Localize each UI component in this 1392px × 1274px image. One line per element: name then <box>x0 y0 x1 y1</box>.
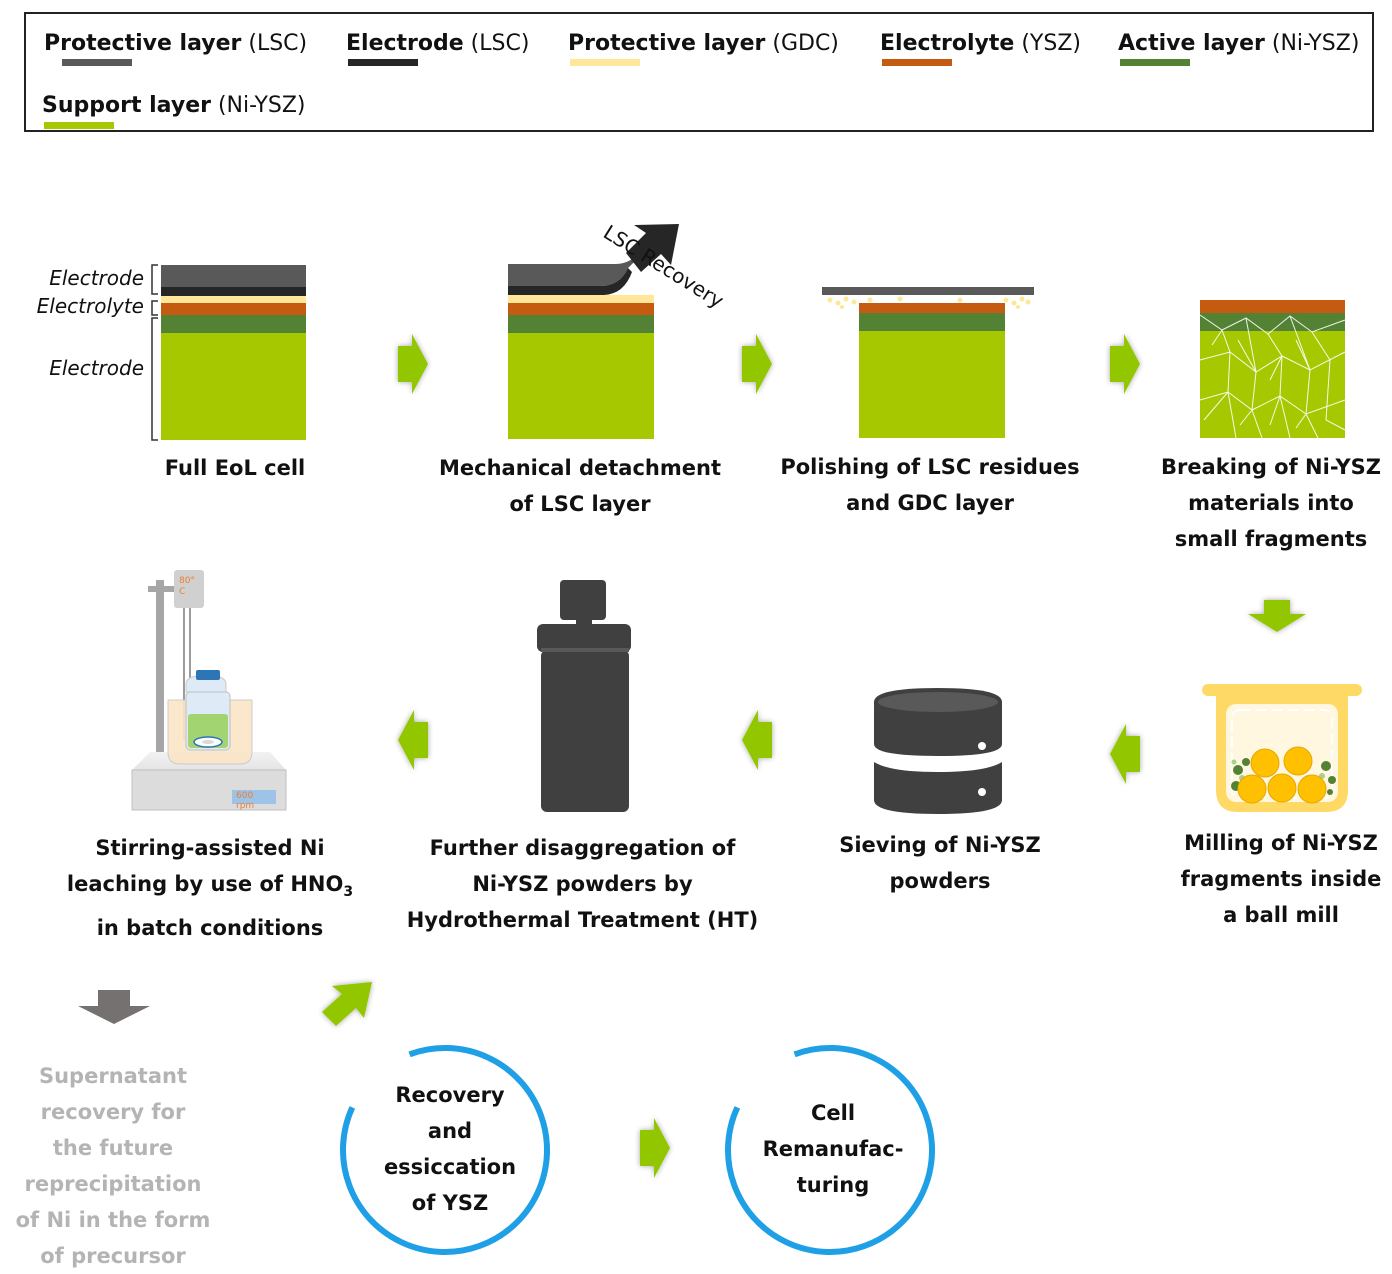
remanufacturing-circle <box>725 1045 935 1255</box>
full-cell-stack <box>161 265 306 440</box>
stirring-setup-icon <box>131 570 287 811</box>
step-full-eol-cell: Full EoL cell <box>164 456 306 480</box>
lsc-recovery-arrow <box>626 224 679 272</box>
recovery-circle <box>340 1045 550 1255</box>
arrow-left-icon <box>1110 724 1140 784</box>
legend-item-support-layer: Support layer (Ni-YSZ) <box>42 92 306 129</box>
legend-swatch <box>44 122 114 129</box>
legend-item-protective-lsc: Protective layer (LSC) <box>44 30 307 66</box>
arrow-right-icon <box>742 334 772 394</box>
legend-box: Protective layer (LSC) Electrode (LSC) P… <box>24 12 1374 132</box>
arrow-left-icon <box>398 710 428 770</box>
label-electrode-bottom: Electrode <box>49 356 144 380</box>
sieve-stack-icon <box>874 688 1002 814</box>
arrow-right-icon <box>398 334 428 394</box>
label-electrolyte: Electrolyte <box>36 294 144 318</box>
ball-mill-icon <box>1202 684 1362 812</box>
legend-swatch <box>1120 59 1190 66</box>
arrow-down-icon <box>1248 600 1306 632</box>
label-electrode-top: Electrode <box>49 266 144 290</box>
polishing-cell <box>822 287 1034 438</box>
legend-item-active-layer: Active layer (Ni-YSZ) <box>1118 30 1359 66</box>
detachment-cell <box>508 228 670 439</box>
legend-swatch <box>882 59 952 66</box>
legend-swatch <box>62 59 132 66</box>
arrow-diagonal-icon <box>322 982 372 1026</box>
grey-arrow-down-icon <box>78 990 150 1024</box>
fragmented-cell <box>1199 300 1346 439</box>
step-leaching: Stirring-assisted Ni leaching by use of … <box>66 836 354 941</box>
autoclave-icon <box>537 580 631 812</box>
arrows-row-1 <box>398 334 1140 394</box>
legend-item-protective-gdc: Protective layer (GDC) <box>568 30 839 66</box>
legend-swatch <box>348 59 418 66</box>
arrow-right-icon <box>640 1118 670 1178</box>
temperature-display: 80°C <box>179 576 195 597</box>
electrode-brackets <box>151 264 158 441</box>
legend-item-electrode-lsc: Electrode (LSC) <box>346 30 529 66</box>
arrow-left-icon <box>742 710 772 770</box>
legend-swatch <box>570 59 640 66</box>
legend-item-electrolyte-ysz: Electrolyte (YSZ) <box>880 30 1081 66</box>
arrows-row-2 <box>398 710 1140 784</box>
arrow-right-icon <box>1110 334 1140 394</box>
